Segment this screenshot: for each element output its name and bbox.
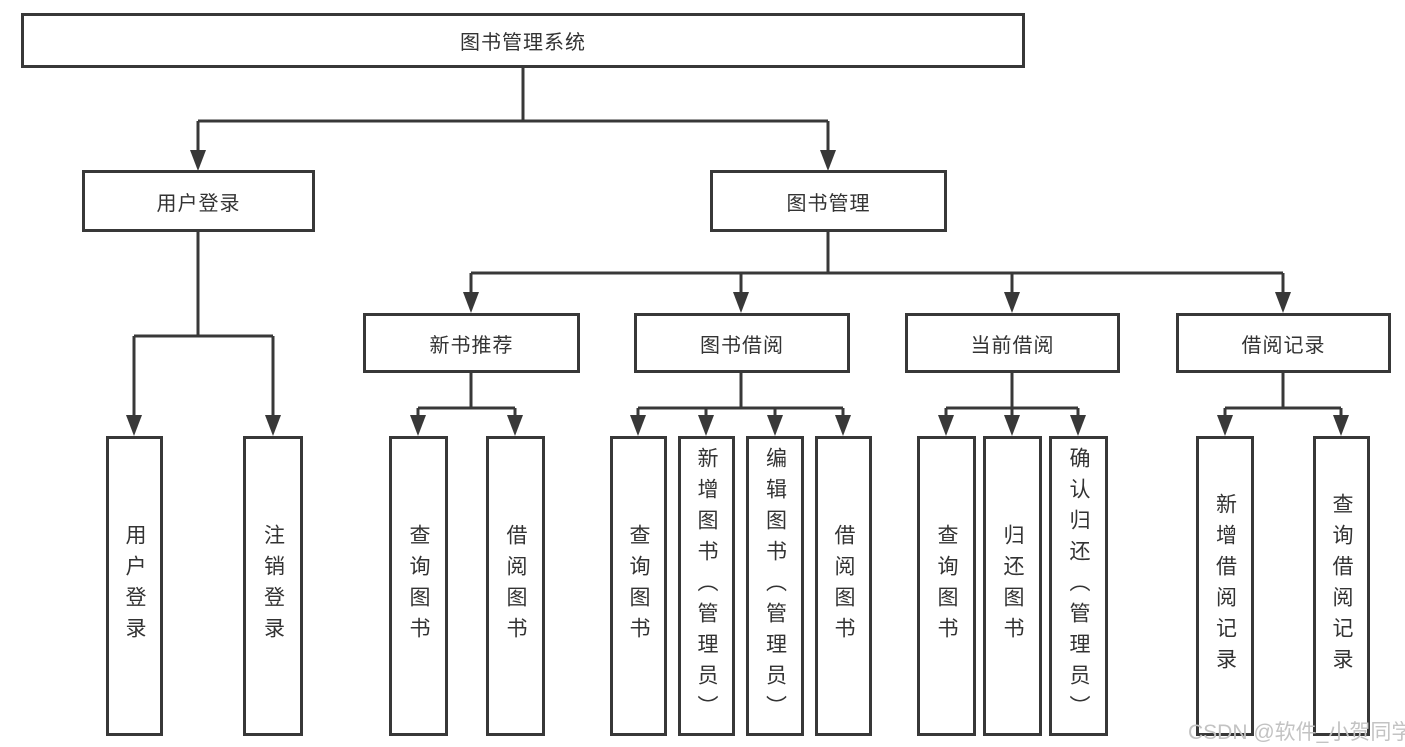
node-label: 查询图书 xyxy=(407,524,430,648)
leaf-user-login: 用户登录 xyxy=(106,436,163,736)
node-book-borrow: 图书借阅 xyxy=(634,313,850,373)
node-label: 新增图书（管理员） xyxy=(695,446,718,726)
arrow-down-icon xyxy=(1217,415,1233,436)
leaf-add-books-admin: 新增图书（管理员） xyxy=(678,436,735,736)
leaf-edit-books-admin: 编辑图书（管理员） xyxy=(746,436,804,736)
arrow-down-icon xyxy=(463,292,479,313)
node-label: 借阅图书 xyxy=(832,524,855,648)
arrow-down-icon xyxy=(1333,415,1349,436)
arrow-down-icon xyxy=(698,415,714,436)
node-label: 图书借阅 xyxy=(700,334,784,357)
node-label: 借阅图书 xyxy=(504,524,527,648)
leaf-borrow-books: 借阅图书 xyxy=(486,436,545,736)
connector-user-login-to-leaves xyxy=(126,232,281,436)
node-new-book-recommend: 新书推荐 xyxy=(363,313,580,373)
node-label: 注销登录 xyxy=(261,524,285,648)
leaf-borrow-books: 借阅图书 xyxy=(815,436,872,736)
node-book-management: 图书管理 xyxy=(710,170,947,232)
connector-book-mgmt-to-level2 xyxy=(463,232,1291,313)
leaf-return-books: 归还图书 xyxy=(983,436,1042,736)
node-label: 新增借阅记录 xyxy=(1213,493,1237,679)
node-label: 新书推荐 xyxy=(429,334,514,357)
leaf-query-books: 查询图书 xyxy=(389,436,448,736)
csdn-watermark: CSDN @软件_小贺同学 xyxy=(1188,721,1405,744)
node-label: 查询图书 xyxy=(935,524,958,648)
node-library-management-system: 图书管理系统 xyxy=(21,13,1025,68)
node-label: 归还图书 xyxy=(1001,524,1024,648)
connector-current-borrow-to-leaves xyxy=(938,373,1086,436)
arrow-down-icon xyxy=(1070,415,1086,436)
node-label: 查询借阅记录 xyxy=(1330,493,1353,679)
arrow-down-icon xyxy=(126,415,142,436)
arrow-down-icon xyxy=(1004,292,1020,313)
arrow-down-icon xyxy=(835,415,851,436)
leaf-logout: 注销登录 xyxy=(243,436,303,736)
node-label: 编辑图书（管理员） xyxy=(763,446,787,726)
arrow-down-icon xyxy=(190,150,206,171)
connector-root-to-level1 xyxy=(190,68,836,171)
arrow-down-icon xyxy=(767,415,783,436)
arrow-down-icon xyxy=(265,415,281,436)
node-label: 确认归还（管理员） xyxy=(1067,446,1090,726)
node-label: 查询图书 xyxy=(627,524,650,648)
leaf-query-books: 查询图书 xyxy=(917,436,976,736)
node-label: 图书管理 xyxy=(786,192,871,215)
node-borrow-records: 借阅记录 xyxy=(1176,313,1391,373)
leaf-add-borrow-record: 新增借阅记录 xyxy=(1196,436,1254,736)
node-user-login: 用户登录 xyxy=(82,170,315,232)
arrow-down-icon xyxy=(820,150,836,171)
connector-borrow-records-to-leaves xyxy=(1217,373,1349,436)
connector-new-books-to-leaves xyxy=(410,373,523,436)
node-label: 用户登录 xyxy=(156,192,241,215)
node-label: 借阅记录 xyxy=(1241,334,1326,357)
node-current-borrow: 当前借阅 xyxy=(905,313,1120,373)
arrow-down-icon xyxy=(507,415,523,436)
arrow-down-icon xyxy=(733,292,749,313)
arrow-down-icon xyxy=(1275,292,1291,313)
arrow-down-icon xyxy=(938,415,954,436)
connector-book-borrow-to-leaves xyxy=(630,373,851,436)
leaf-confirm-return-admin: 确认归还（管理员） xyxy=(1049,436,1108,736)
node-label: 当前借阅 xyxy=(970,334,1055,357)
arrow-down-icon xyxy=(630,415,646,436)
arrow-down-icon xyxy=(410,415,426,436)
leaf-query-borrow-record: 查询借阅记录 xyxy=(1313,436,1370,736)
node-label: 用户登录 xyxy=(123,524,146,648)
arrow-down-icon xyxy=(1004,415,1020,436)
leaf-query-books: 查询图书 xyxy=(610,436,667,736)
node-label: 图书管理系统 xyxy=(460,32,586,54)
